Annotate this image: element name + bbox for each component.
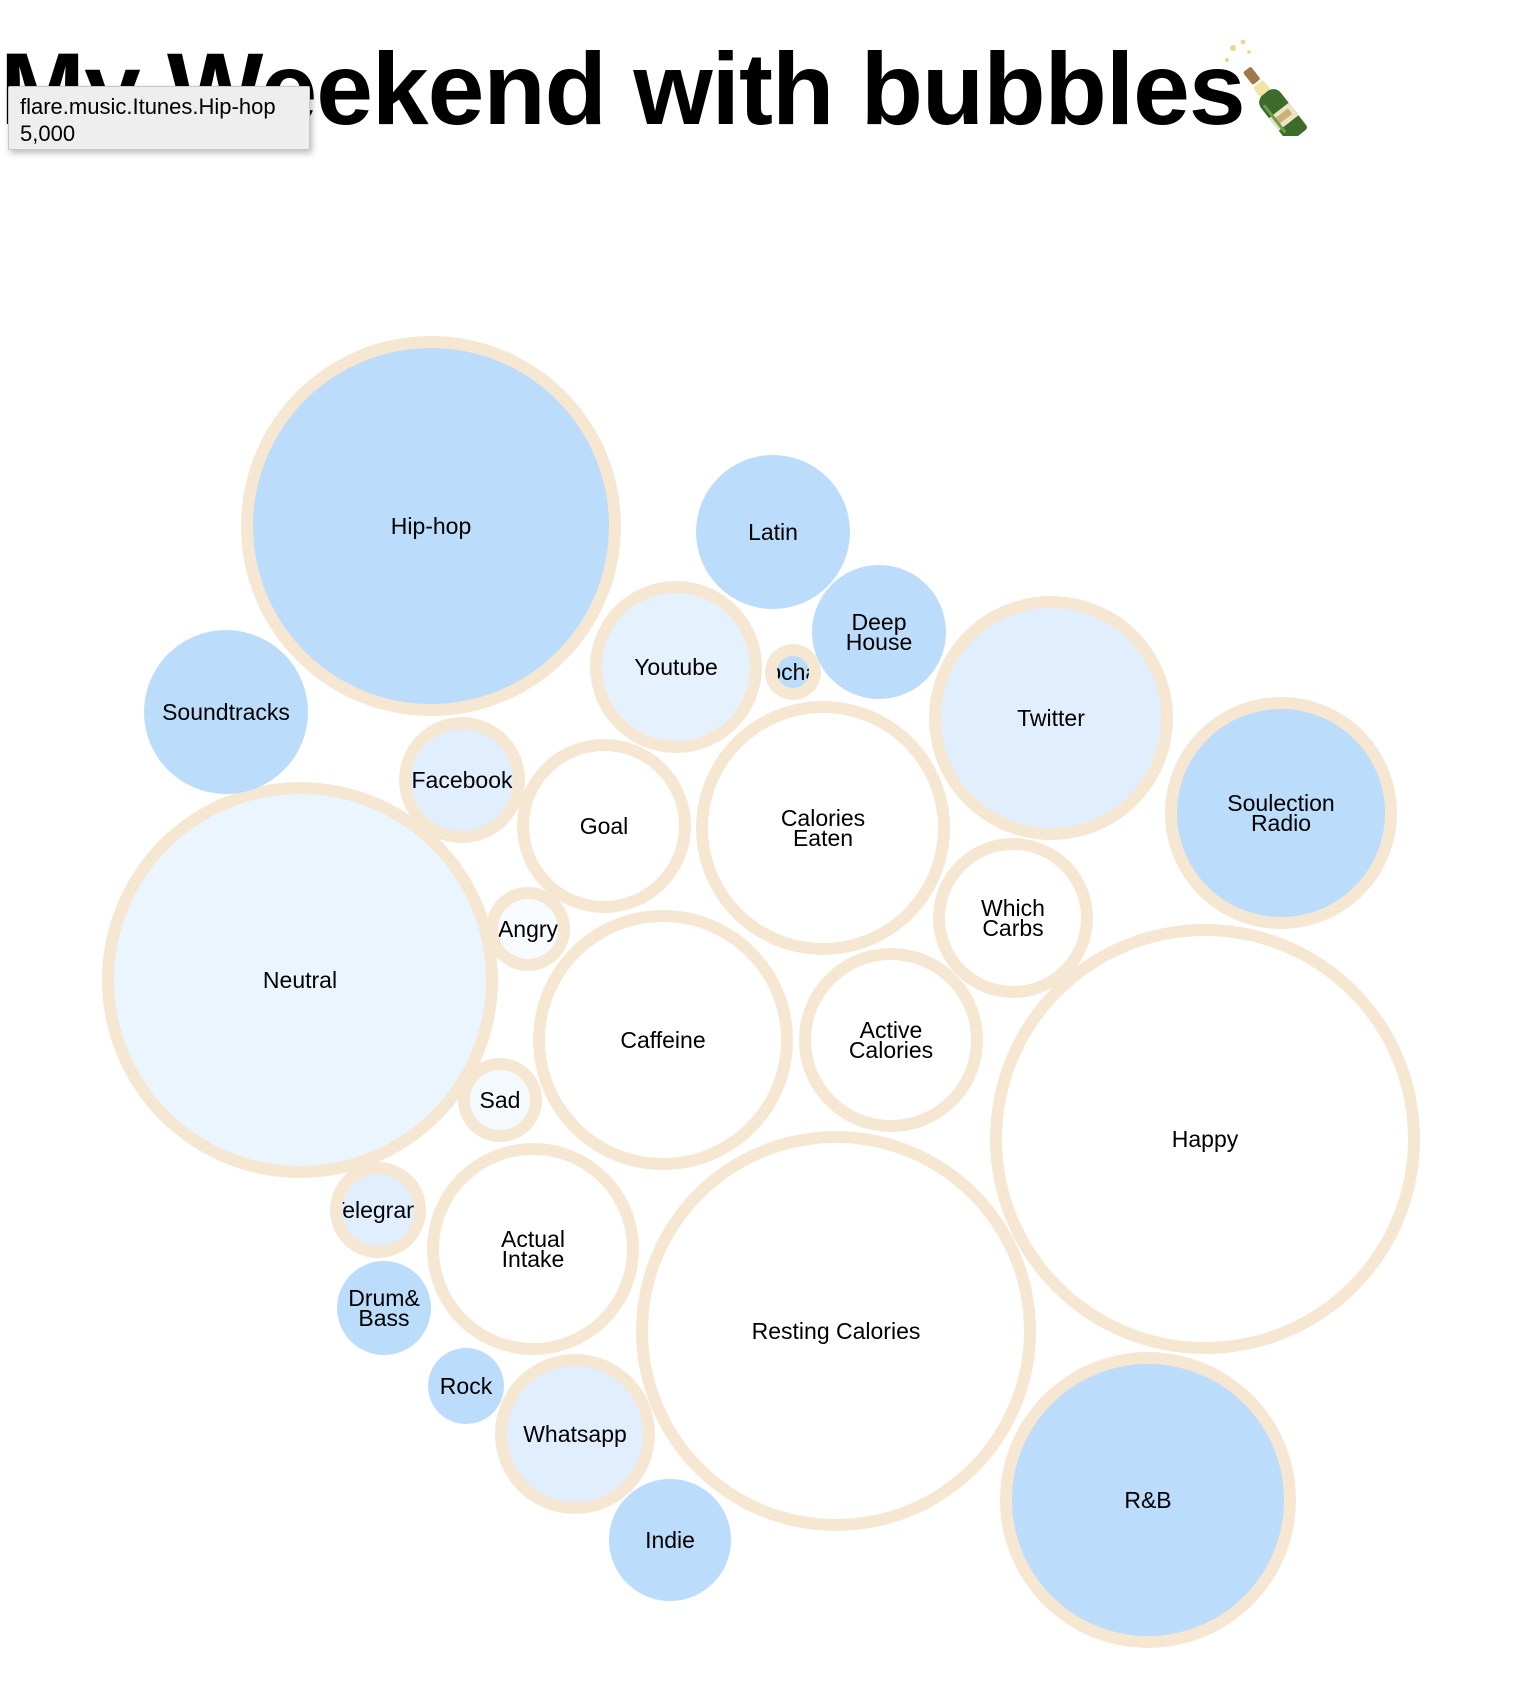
bubble-label-soundtracks: Soundtracks: [162, 699, 290, 725]
bubble-deep-house[interactable]: [812, 565, 946, 699]
bubble-label-snapchat: Snapchat: [727, 659, 825, 685]
bubble-hip-hop[interactable]: [253, 348, 609, 704]
bubble-label-rnb: R&B: [1124, 1487, 1171, 1513]
bubble-resting-calories[interactable]: [648, 1143, 1024, 1519]
bubble-sad[interactable]: [470, 1070, 530, 1130]
bubble-caffeine[interactable]: [545, 922, 781, 1158]
bubble-facebook[interactable]: [411, 729, 513, 831]
bubble-label-drum-bass: Drum&Bass: [348, 1285, 420, 1331]
bubble-soundtracks[interactable]: [144, 630, 308, 794]
bubble-snapchat[interactable]: [777, 656, 809, 688]
bubble-label-hip-hop: Hip-hop: [391, 513, 472, 539]
bubble-rnb[interactable]: [1012, 1364, 1284, 1636]
tooltip: flare.music.Itunes.Hip-hop 5,000: [8, 86, 310, 150]
bubble-calories-eaten[interactable]: [708, 713, 938, 943]
bubble-label-neutral: Neutral: [263, 967, 337, 993]
tooltip-value: 5,000: [20, 121, 76, 146]
bubble-label-happy: Happy: [1172, 1126, 1239, 1152]
bubble-label-sad: Sad: [480, 1087, 521, 1113]
bubble-label-twitter: Twitter: [1017, 705, 1085, 731]
bubble-youtube[interactable]: [602, 593, 750, 741]
bubble-rock[interactable]: [428, 1348, 504, 1424]
bubble-label-facebook: Facebook: [411, 767, 513, 793]
bubble-active-calories[interactable]: [811, 960, 971, 1120]
bubble-label-youtube: Youtube: [634, 654, 718, 680]
bubble-label-rock: Rock: [440, 1373, 493, 1399]
bubble-soulection-radio[interactable]: [1177, 709, 1385, 917]
bubble-goal[interactable]: [529, 751, 679, 901]
bubble-whatsapp[interactable]: [507, 1366, 643, 1502]
bubble-actual-intake[interactable]: [439, 1155, 627, 1343]
bubble-angry[interactable]: [498, 899, 558, 959]
bubble-happy[interactable]: [1002, 936, 1408, 1342]
bubble-label-resting-calories: Resting Calories: [752, 1318, 921, 1344]
tooltip-name: flare.music.Itunes.Hip-hop: [20, 94, 276, 119]
bubble-label-angry: Angry: [498, 916, 559, 942]
bubble-drum-bass[interactable]: [337, 1261, 431, 1355]
bubble-label-telegram: Telegram: [331, 1197, 426, 1223]
bubble-label-goal: Goal: [580, 813, 629, 839]
bubble-label-indie: Indie: [645, 1527, 695, 1553]
bubble-neutral[interactable]: [114, 794, 486, 1166]
bubble-which-carbs[interactable]: [945, 850, 1081, 986]
bubble-label-latin: Latin: [748, 519, 798, 545]
bubble-latin[interactable]: [696, 455, 850, 609]
bubble-telegram[interactable]: [342, 1174, 414, 1246]
bottle-with-popping-cork-icon: [1225, 39, 1307, 136]
bubble-label-whatsapp: Whatsapp: [523, 1421, 627, 1447]
bubble-indie[interactable]: [609, 1479, 731, 1601]
bubble-label-caffeine: Caffeine: [620, 1027, 705, 1053]
bubble-twitter[interactable]: [941, 608, 1161, 828]
